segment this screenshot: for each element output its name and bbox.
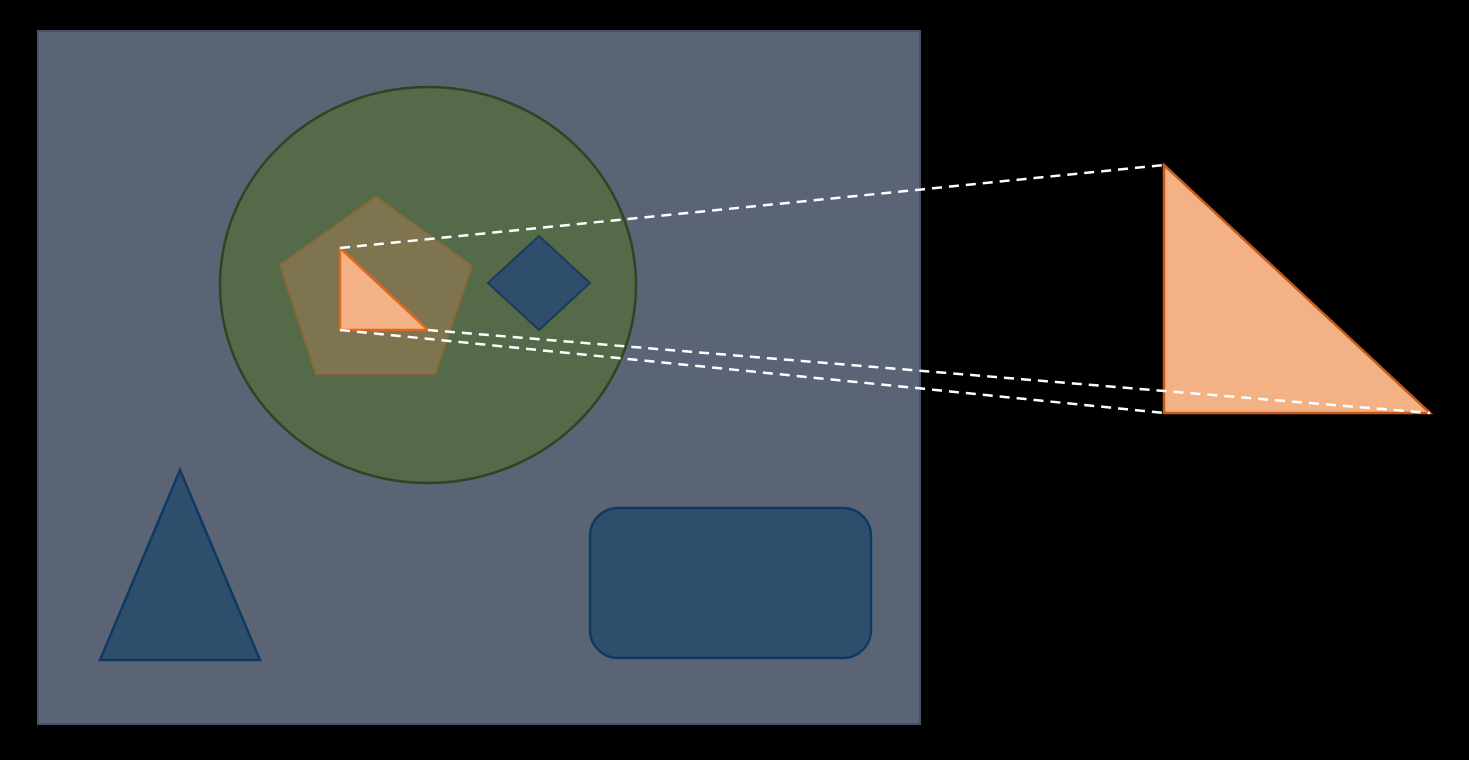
zoom-connectors <box>339 163 1431 415</box>
diamond <box>486 234 592 332</box>
connector-bottom-left <box>339 328 1165 415</box>
blue-triangle <box>98 466 262 662</box>
zoomed-triangle <box>1162 162 1434 415</box>
rounded-rectangle <box>588 506 873 660</box>
small-highlight-triangle <box>338 245 432 332</box>
connector-bottom-right <box>427 328 1431 415</box>
connector-top <box>339 163 1165 250</box>
